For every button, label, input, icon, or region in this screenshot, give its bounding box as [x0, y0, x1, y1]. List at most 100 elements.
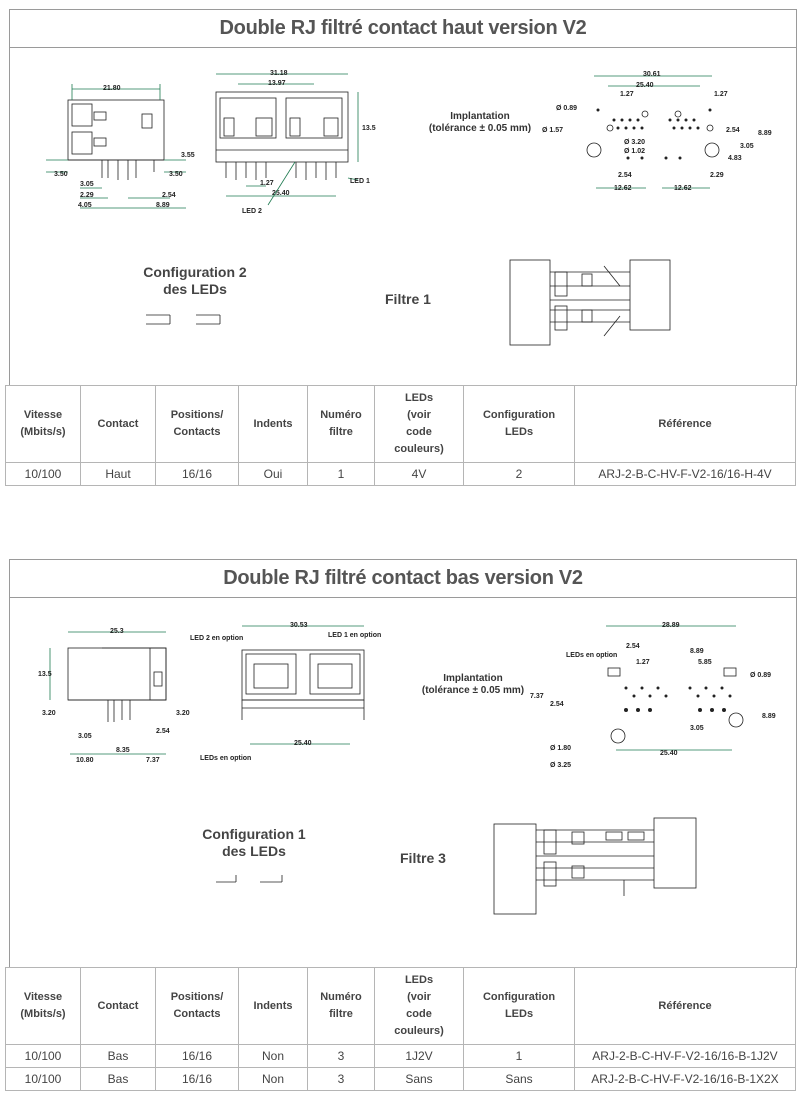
table-row: 10/100 Bas 16/16 Non 3 1J2V 1 ARJ-2-B-C-…: [5, 1044, 796, 1068]
th-reference: Référence: [574, 967, 796, 1045]
cell-indents: Non: [238, 1044, 308, 1068]
th-filter: Numéro filtre: [307, 385, 375, 463]
cell-reference: ARJ-2-B-C-HV-F-V2-16/16-H-4V: [574, 462, 796, 486]
dim-fp2-w2: 25.40: [660, 750, 678, 757]
dim-front-h: 13.5: [362, 125, 376, 132]
dim-fp-d3: Ø 3.20: [624, 139, 645, 146]
cell-config: 1: [463, 1044, 575, 1068]
cell-indents: Oui: [238, 462, 308, 486]
dim-side-b5: 8.89: [156, 202, 170, 209]
dim-side-width: 21.80: [103, 85, 121, 92]
cell-leds: 4V: [374, 462, 464, 486]
dim-front-b2: 25.40: [272, 190, 290, 197]
cell-reference: ARJ-2-B-C-HV-F-V2-16/16-B-1J2V: [574, 1044, 796, 1068]
config-label: Configuration 1 des LEDs: [202, 826, 306, 859]
th-leds: LEDs (voir code couleurs): [374, 967, 464, 1045]
th-positions: Positions/ Contacts: [155, 385, 239, 463]
led-config-diagram: [146, 314, 221, 325]
cell-contact: Bas: [80, 1044, 156, 1068]
front-view-body-2: [241, 649, 365, 720]
dim-fp-p9: 12.62: [614, 185, 632, 192]
dim-side2-b1: 3.05: [78, 733, 92, 740]
th-speed: Vitesse (Mbits/s): [5, 385, 81, 463]
th-indents: Indents: [238, 385, 308, 463]
dim-front2-led2: LED 2 en option: [190, 635, 243, 642]
side-view-drawing: 21.80 3.50 3.55 3.50 3.05 2.29 4.05 2.54…: [46, 70, 772, 346]
th-contact: Contact: [80, 967, 156, 1045]
filter-label: Filtre 3: [400, 850, 446, 866]
cell-leds: 1J2V: [374, 1044, 464, 1068]
section-top-contact: Double RJ filtré contact haut version V2…: [9, 9, 797, 386]
dim-fp-p6: 4.83: [728, 155, 742, 162]
dim-fp-p10: 12.62: [674, 185, 692, 192]
th-config: Configuration LEDs: [463, 967, 575, 1045]
dim-side-b1: 3.05: [80, 181, 94, 188]
th-contact: Contact: [80, 385, 156, 463]
table-row: 10/100 Bas 16/16 Non 3 Sans Sans ARJ-2-B…: [5, 1067, 796, 1091]
th-config: Configuration LEDs: [463, 385, 575, 463]
dim-fp-p8: 2.29: [710, 172, 724, 179]
table-header-row: Vitesse (Mbits/s) Contact Positions/ Con…: [5, 385, 796, 463]
dim-side-b3: 4.05: [78, 202, 92, 209]
th-positions: Positions/ Contacts: [155, 967, 239, 1045]
dim-fp2-p3: 8.89: [690, 648, 704, 655]
dim-front2-w2: 25.40: [294, 740, 312, 747]
cell-contact: Bas: [80, 1067, 156, 1091]
dim-fp2-p2: 1.27: [636, 659, 650, 666]
dim-fp2-p4: 5.85: [698, 659, 712, 666]
cell-positions: 16/16: [155, 462, 239, 486]
dim-side2-b5: 7.37: [146, 757, 160, 764]
dim-fp-p1: 1.27: [620, 91, 634, 98]
cell-filter: 3: [307, 1067, 375, 1091]
config-label: Configuration 2 des LEDs: [143, 264, 247, 297]
dim-side-h2: 3.50: [54, 171, 68, 178]
dim-side2-h: 13.5: [38, 671, 52, 678]
cell-speed: 10/100: [5, 462, 81, 486]
dim-fp-p5: 3.05: [740, 143, 754, 150]
bottom-drawing: 25.3 13.5 3.20 3.20 3.05 8.35 2.54 10.80…: [38, 622, 776, 915]
dim-fp2-p5: 7.37: [530, 693, 544, 700]
side-view-body: [67, 99, 165, 180]
section-title: Double RJ filtré contact bas version V2: [10, 560, 796, 598]
dim-fp-p2: 1.27: [714, 91, 728, 98]
th-filter: Numéro filtre: [307, 967, 375, 1045]
dim-front-led1: LED 1: [350, 178, 370, 185]
th-speed: Vitesse (Mbits/s): [5, 967, 81, 1045]
dim-side-h3: 3.50: [169, 171, 183, 178]
filter-schematic: [509, 259, 671, 346]
th-leds: LEDs (voir code couleurs): [374, 385, 464, 463]
dim-side-b2: 2.29: [80, 192, 94, 199]
led-config-diagram-2: [216, 875, 283, 883]
dim-fp-p7: 2.54: [618, 172, 632, 179]
footprint-drawing: [586, 108, 720, 160]
dim-fp-p3: 2.54: [726, 127, 740, 134]
filter-label: Filtre 1: [385, 291, 431, 307]
dim-fp-d2: Ø 1.57: [542, 127, 563, 134]
dim-fp2-p6: 2.54: [550, 701, 564, 708]
th-indents: Indents: [238, 967, 308, 1045]
section-bottom-contact: Double RJ filtré contact bas version V2 …: [9, 559, 797, 968]
side-view-body-2: [67, 647, 167, 722]
dim-fp-w2: 25.40: [636, 82, 654, 89]
dim-fp2-d1: Ø 0.89: [750, 672, 771, 679]
implantation-label: Implantation (tolérance ± 0.05 mm): [428, 111, 532, 134]
dim-side-b4: 2.54: [162, 192, 176, 199]
footprint-drawing-2: [607, 667, 744, 744]
th-reference: Référence: [574, 385, 796, 463]
cell-contact: Haut: [80, 462, 156, 486]
cell-indents: Non: [238, 1067, 308, 1091]
dim-side2-b2: 8.35: [116, 747, 130, 754]
table-header-row: Vitesse (Mbits/s) Contact Positions/ Con…: [5, 967, 796, 1045]
dim-front-led2: LED 2: [242, 208, 262, 215]
cell-speed: 10/100: [5, 1067, 81, 1091]
front-view-body: [215, 91, 349, 180]
dim-side2-width: 25.3: [110, 628, 124, 635]
cell-speed: 10/100: [5, 1044, 81, 1068]
cell-positions: 16/16: [155, 1044, 239, 1068]
dim-fp2-leds: LEDs en option: [566, 652, 617, 659]
dim-fp2-w1: 28.89: [662, 622, 680, 629]
cell-reference: ARJ-2-B-C-HV-F-V2-16/16-B-1X2X: [574, 1067, 796, 1091]
dim-front2-led1: LED 1 en option: [328, 632, 381, 639]
dim-front-w1: 31.18: [270, 70, 288, 77]
dim-front-b1: 1.27: [260, 180, 274, 187]
